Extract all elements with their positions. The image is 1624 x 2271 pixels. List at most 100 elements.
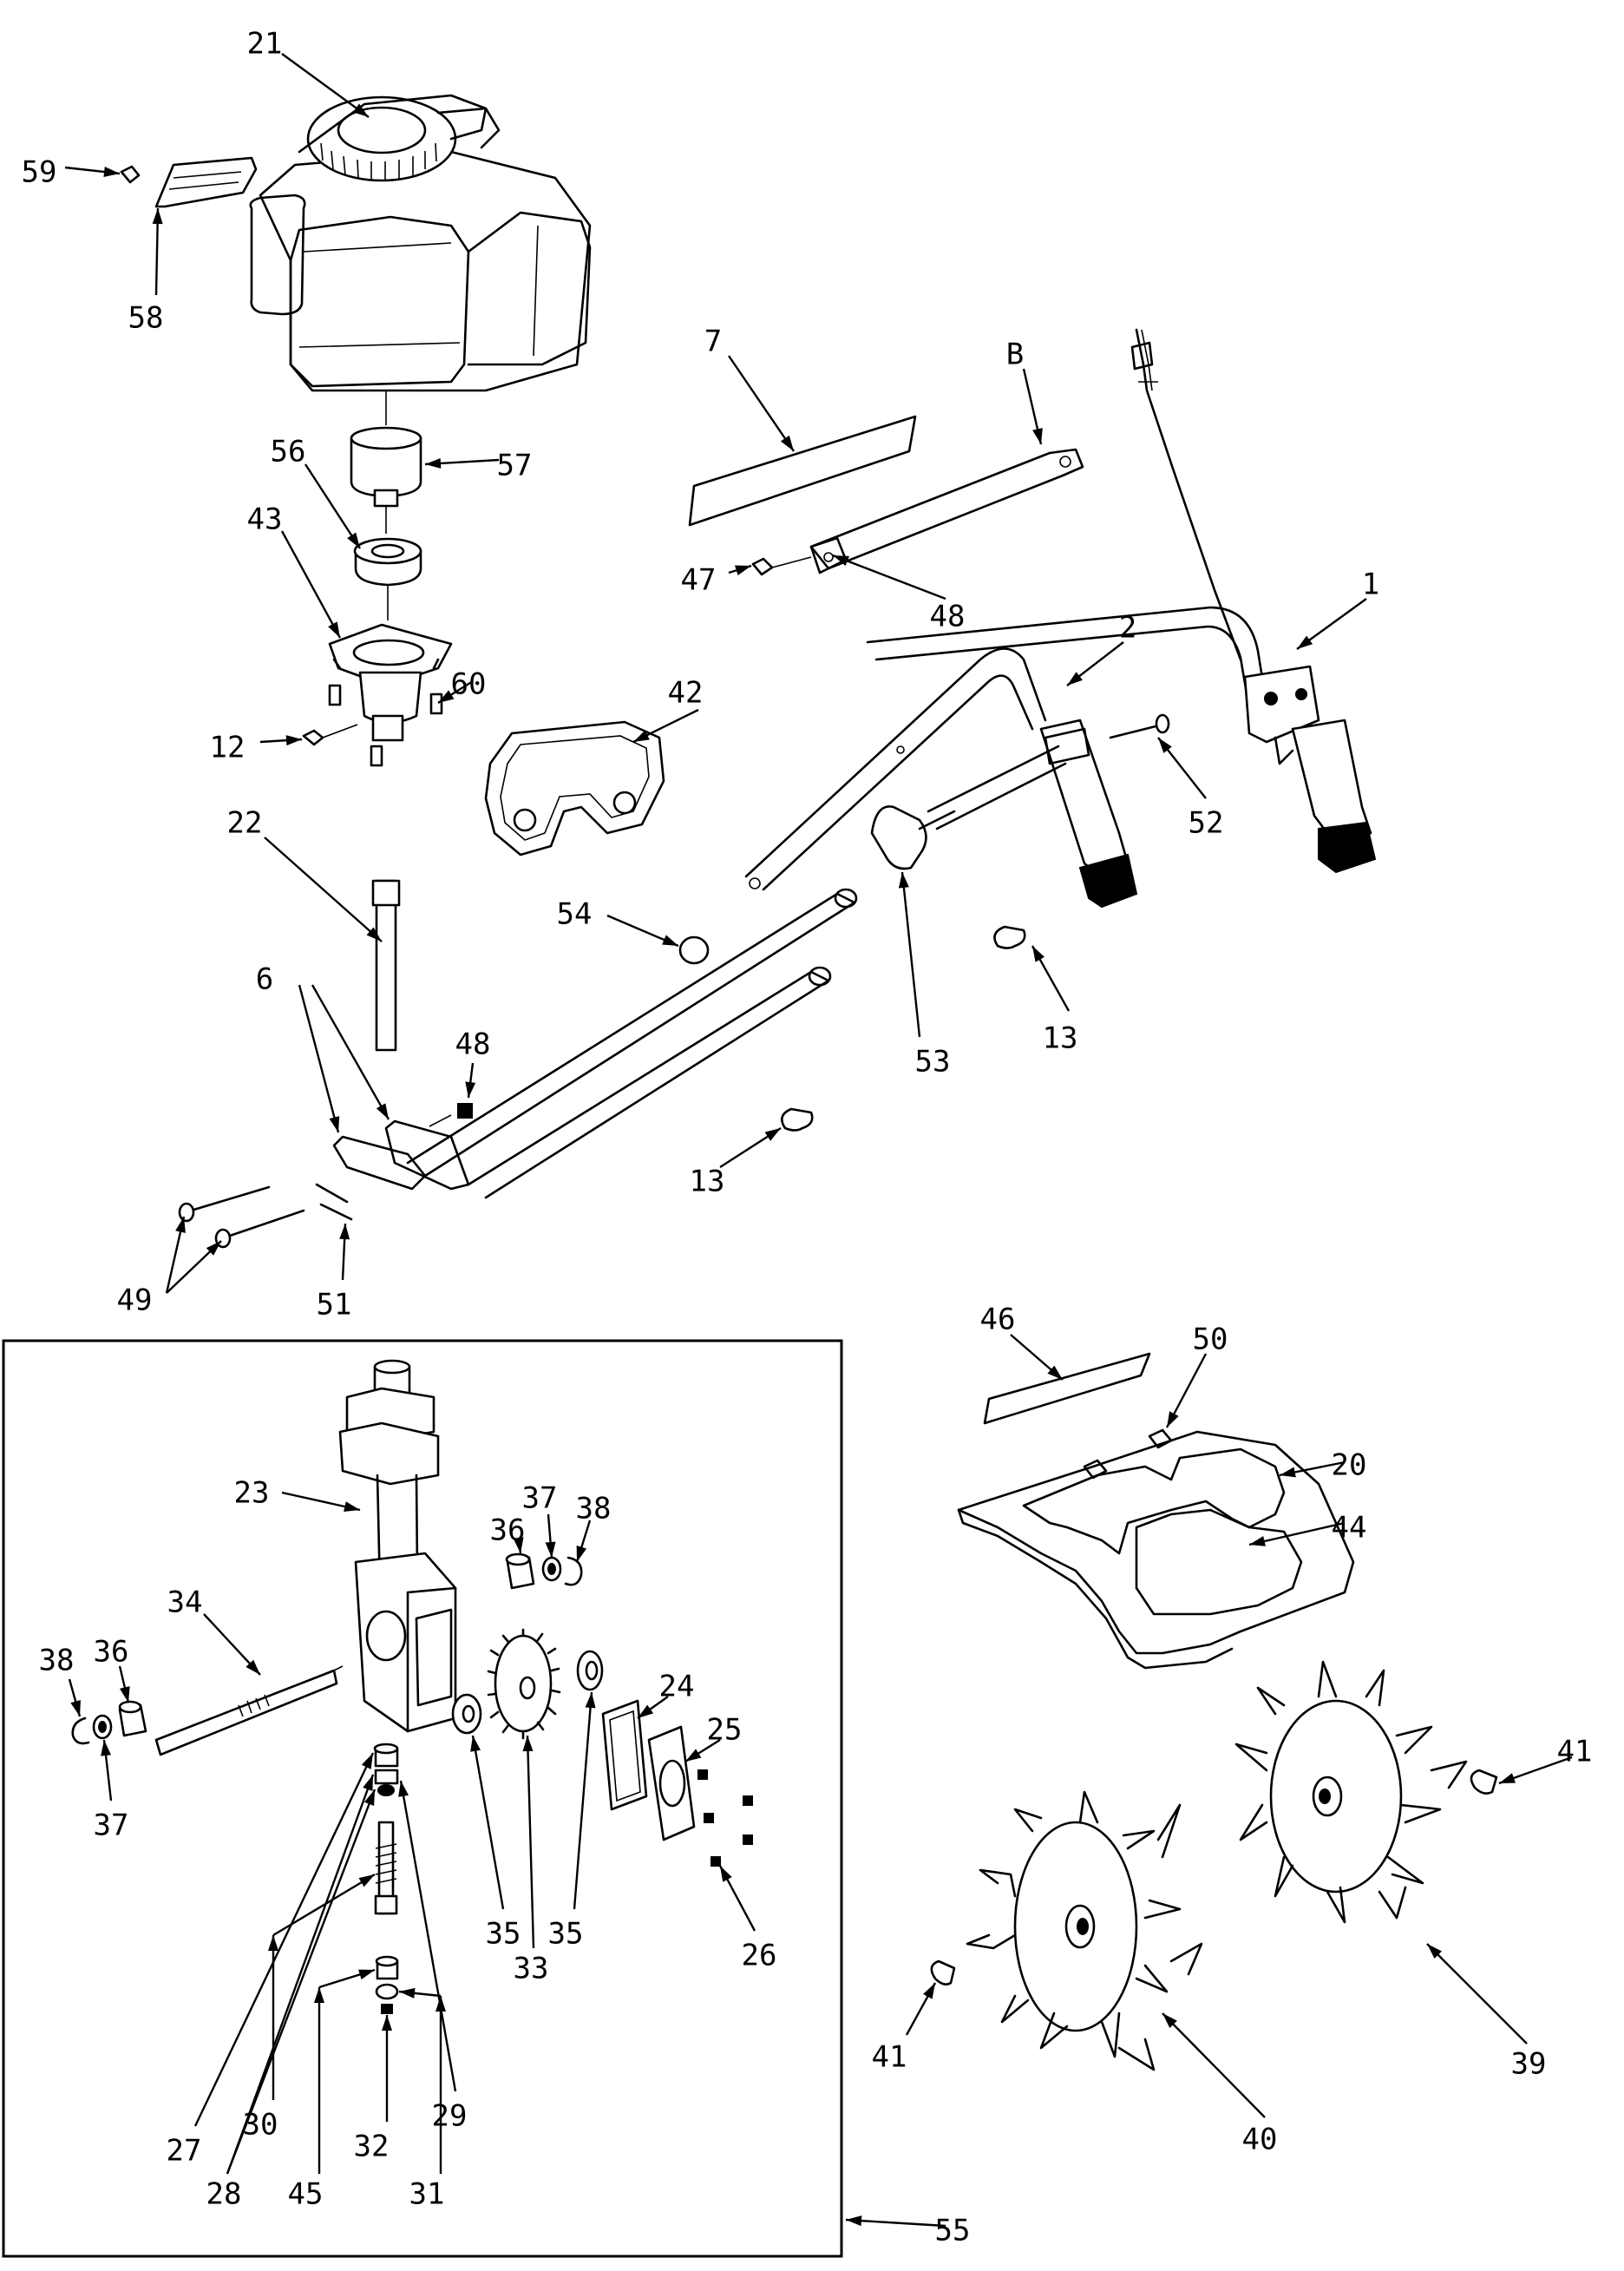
part-42-plate — [484, 720, 665, 857]
part-43-mounting-flange — [328, 623, 453, 742]
part-7-decal — [688, 415, 917, 527]
callout-label: 12 — [210, 731, 246, 765]
leader-line — [832, 554, 946, 601]
leader-arrowhead — [1032, 946, 1045, 962]
callout-label: 51 — [317, 1288, 352, 1323]
leader-arrowhead — [328, 621, 340, 638]
part-22-drive-shaft — [371, 879, 401, 1052]
leader-arrowhead — [425, 457, 442, 469]
leader-line — [272, 1873, 376, 1937]
part-b-support-bar — [809, 448, 1084, 574]
leader-arrowhead — [152, 208, 163, 225]
leader-lines — [64, 53, 1573, 2228]
callout-label: 20 — [1332, 1448, 1367, 1483]
callout-label: 2 — [1119, 611, 1136, 646]
leader-line — [1248, 1521, 1346, 1546]
callout-label: 41 — [1557, 1735, 1593, 1769]
leader-arrowhead — [576, 1546, 587, 1562]
leader-arrowhead — [465, 1081, 476, 1098]
part-1-right-handle — [866, 328, 1377, 874]
part-41-clip-left — [930, 1959, 956, 1985]
leader-arrowhead — [1032, 428, 1043, 444]
callout-label: 36 — [94, 1635, 129, 1670]
callout-label: 49 — [117, 1283, 153, 1318]
leader-arrowhead — [1162, 2013, 1177, 2029]
leader-arrowhead — [585, 1692, 596, 1709]
callout-label: 46 — [980, 1303, 1016, 1337]
callout-label: 38 — [39, 1644, 75, 1678]
leader-line — [1426, 1943, 1528, 2045]
callout-label: 37 — [94, 1808, 129, 1843]
leader-arrowhead — [685, 1749, 702, 1762]
leader-arrowhead — [1167, 1411, 1179, 1428]
leader-arrowhead — [246, 1659, 260, 1675]
callout-label: 23 — [234, 1476, 270, 1511]
leader-arrowhead — [1249, 1536, 1266, 1546]
part-57-coupler — [350, 426, 422, 534]
leader-line — [226, 1789, 377, 2175]
callout-label: 33 — [514, 1952, 549, 1986]
leader-line — [311, 984, 390, 1120]
part-46-decal — [983, 1352, 1151, 1425]
leader-arrowhead — [735, 565, 751, 576]
leader-arrowhead — [363, 1789, 375, 1806]
leader-line — [280, 530, 342, 639]
leader-arrowhead — [764, 1128, 781, 1141]
callout-label: 59 — [22, 155, 57, 190]
callout-label: 39 — [1511, 2047, 1547, 2082]
leader-arrowhead — [101, 1740, 112, 1756]
callout-label: 48 — [455, 1027, 491, 1062]
leader-line — [281, 53, 370, 118]
callout-label: 32 — [354, 2130, 390, 2164]
leader-arrowhead — [399, 1987, 416, 1999]
part-12-nut — [302, 724, 358, 746]
callout-label: 30 — [243, 2108, 278, 2143]
leader-arrowhead — [1427, 1944, 1442, 1959]
leader-arrowhead — [119, 1686, 130, 1703]
callout-label: 40 — [1242, 2123, 1278, 2157]
part-49-bolts — [178, 1185, 305, 1249]
leader-line — [226, 1774, 375, 2175]
callout-label: 52 — [1189, 806, 1224, 841]
parts-36-37-38-right — [505, 1552, 583, 1590]
callout-label: 26 — [742, 1939, 777, 1973]
gearbox-assembly-frame — [2, 1339, 843, 2258]
callout-label: 1 — [1362, 568, 1379, 602]
callout-label: 6 — [256, 962, 273, 997]
leader-arrowhead — [344, 1501, 360, 1512]
leader-arrowhead — [438, 690, 455, 703]
leader-line — [728, 355, 795, 452]
part-59-bolt — [120, 165, 141, 184]
leader-arrowhead — [347, 532, 360, 548]
part-26-screws — [697, 1769, 753, 1867]
callout-label: 7 — [704, 325, 722, 359]
part-53-knob — [870, 805, 956, 870]
callout-label: 25 — [707, 1713, 743, 1748]
leader-arrowhead — [70, 1700, 81, 1716]
part-58-heat-shield — [154, 156, 258, 208]
leader-arrowhead — [780, 435, 794, 451]
leader-arrowhead — [1067, 672, 1083, 686]
leader-arrowhead — [662, 935, 678, 946]
leader-arrowhead — [720, 1866, 732, 1882]
leader-arrowhead — [206, 1241, 221, 1256]
part-41-clip-right — [1470, 1769, 1498, 1795]
leader-arrowhead — [268, 1935, 278, 1951]
callout-label: 53 — [915, 1045, 951, 1080]
callout-label: 27 — [167, 2134, 202, 2169]
part-2-left-handle — [744, 647, 1138, 909]
leader-arrowhead — [103, 167, 120, 177]
callout-label: 50 — [1193, 1323, 1228, 1357]
callout-label: 55 — [935, 2214, 971, 2248]
leader-arrowhead — [358, 1874, 375, 1887]
leader-arrowhead — [1297, 635, 1313, 649]
callout-label: 60 — [451, 667, 487, 702]
leader-arrowhead — [314, 1987, 324, 2003]
part-23-gearbox-housing — [338, 1359, 457, 1733]
leader-arrowhead — [361, 1753, 373, 1769]
leader-line — [526, 1735, 535, 1949]
part-54-plug — [678, 935, 710, 965]
part-40-left-tine — [966, 1790, 1203, 2071]
